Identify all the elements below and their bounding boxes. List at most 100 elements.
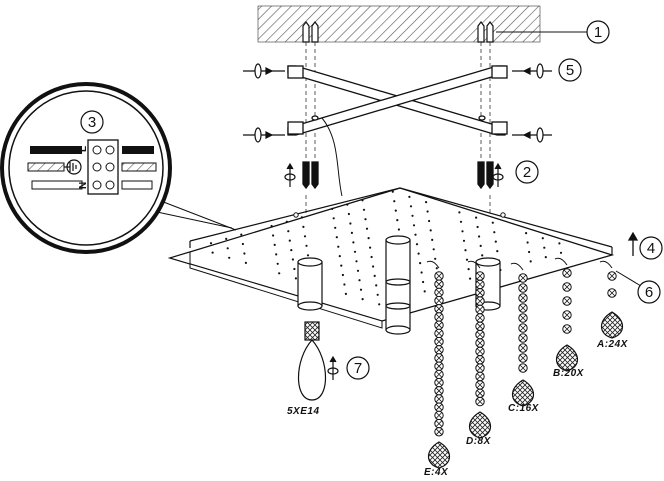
plate-hole — [273, 243, 276, 246]
plate-hole — [334, 226, 337, 229]
plate-hole — [225, 237, 228, 240]
crystal-strand — [554, 257, 579, 372]
chain-link — [475, 380, 485, 390]
chain-link — [434, 418, 444, 429]
plate-hole — [426, 210, 429, 213]
chain-link — [434, 361, 444, 371]
plate-hole — [417, 252, 420, 255]
plate-hole — [469, 277, 472, 280]
chain-link — [475, 304, 485, 315]
plate-hole — [344, 292, 347, 295]
plate-hole — [364, 218, 367, 221]
plate-hole — [209, 242, 213, 245]
plate-hole — [294, 277, 297, 280]
plate-hole — [350, 231, 353, 234]
left-spotlight-tube — [297, 257, 323, 311]
plate-hole — [494, 240, 497, 243]
chain-link — [475, 338, 485, 348]
plate-hole — [467, 268, 470, 271]
plate-hole — [496, 250, 499, 253]
crystal-drop — [511, 379, 535, 407]
plate-hole — [458, 211, 461, 214]
plate-hole — [415, 243, 419, 246]
rotate-arrow-icon — [327, 355, 339, 380]
plate-hole — [335, 236, 338, 239]
callout-circle — [558, 58, 582, 82]
center-spotlight-tube — [385, 235, 411, 335]
plate-hole — [411, 214, 414, 217]
wiring-detail-circle — [0, 82, 237, 254]
plate-hole — [285, 220, 288, 223]
plate-hole — [428, 219, 431, 223]
plate-hole — [375, 284, 378, 287]
plate-hole — [338, 255, 341, 258]
plate-hole — [290, 249, 293, 252]
plate-hole — [341, 273, 344, 277]
chain-link — [475, 296, 485, 306]
terminal-label-n: N — [78, 182, 89, 189]
strand-label-d: D:8X — [466, 436, 492, 447]
callout-circle — [346, 356, 370, 380]
plate-hole — [365, 227, 369, 230]
plate-hole — [465, 258, 469, 261]
chain-link — [434, 320, 444, 330]
chain-link — [518, 293, 528, 303]
chain-link — [475, 371, 485, 382]
plate-hole — [493, 231, 496, 234]
plate-hole — [526, 241, 529, 244]
crystal-strand — [599, 260, 624, 339]
chain-link — [562, 324, 572, 334]
plate-hole — [346, 203, 349, 206]
plate-hole — [278, 272, 281, 275]
crystal-strand — [467, 260, 492, 439]
plate-hole — [478, 235, 481, 238]
plate-hole — [244, 261, 247, 264]
chain-link — [475, 363, 485, 373]
plate-hole — [373, 274, 376, 277]
rotate-arrow-icon — [284, 162, 504, 187]
plate-hole — [359, 288, 363, 291]
chain-link — [475, 346, 485, 357]
plate-hole — [422, 280, 425, 284]
callout-circle — [637, 280, 661, 304]
chain-link — [434, 394, 444, 404]
chain-link — [475, 288, 485, 298]
chain-link — [475, 355, 485, 365]
up-arrow-icon — [627, 231, 639, 256]
plate-hole — [432, 248, 435, 251]
plate-hole — [425, 201, 428, 204]
plate-hole — [393, 200, 396, 203]
plate-hole — [419, 262, 422, 265]
chain-link — [562, 310, 572, 320]
plate-hole — [559, 251, 563, 254]
plate-hole — [462, 239, 466, 242]
plate-hole — [420, 271, 423, 274]
plate-hole — [409, 205, 413, 208]
chain-link — [518, 353, 528, 363]
cross-mounting-bracket — [287, 65, 508, 136]
crystal-drop — [600, 311, 624, 339]
plate-hole — [356, 269, 360, 272]
crystal-drop — [555, 344, 579, 372]
chain-link — [434, 287, 444, 298]
plate-hole — [528, 250, 531, 254]
guide-lines — [305, 42, 491, 215]
screw-icon — [243, 63, 552, 143]
plate-hole — [300, 216, 303, 219]
chain-link — [434, 304, 444, 314]
plate-hole — [525, 232, 528, 235]
callout-number: 4 — [647, 240, 655, 257]
callout-number: 5 — [566, 62, 574, 79]
chain-link — [518, 283, 528, 293]
chain-link — [475, 321, 485, 331]
plate-hole — [476, 225, 479, 229]
mounting-screws — [302, 161, 494, 190]
terminal-label-l: L — [78, 146, 89, 152]
chain-link — [434, 271, 444, 281]
plate-hole — [240, 233, 243, 236]
plate-hole — [272, 234, 275, 237]
callout-number: 2 — [523, 164, 531, 181]
plate-hole — [302, 225, 305, 228]
